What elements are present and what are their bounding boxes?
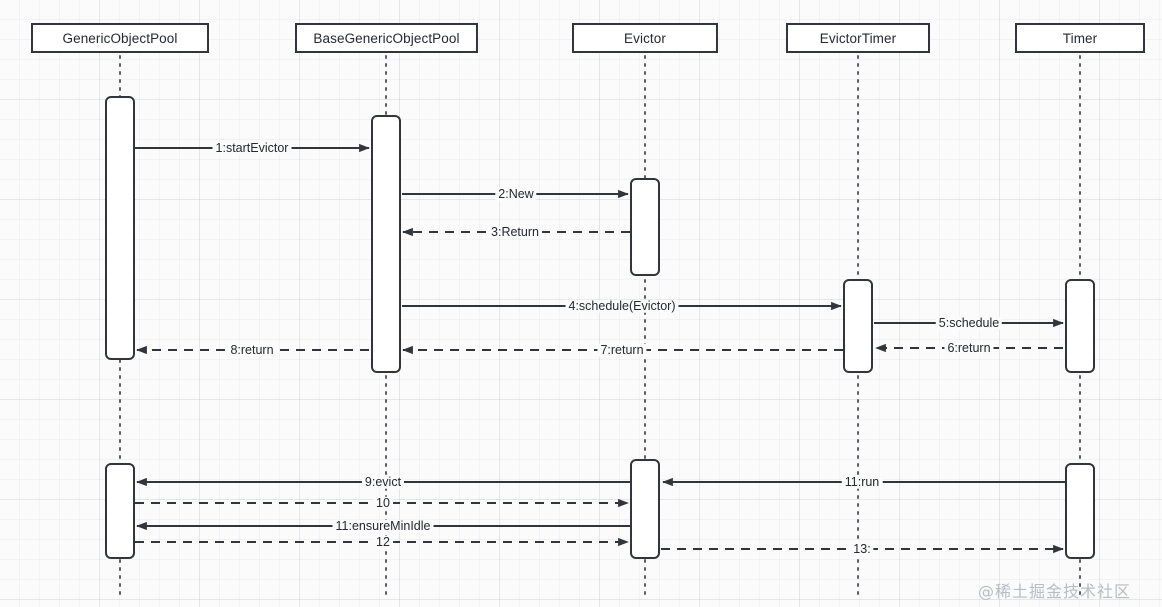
participant-header-timer[interactable]: Timer <box>1015 23 1145 53</box>
participant-header-evictorTimer[interactable]: EvictorTimer <box>786 23 930 53</box>
message-label-14: 13: <box>850 543 874 556</box>
message-label-7: 7:return <box>597 344 647 357</box>
activation-genericObjectPool-2[interactable] <box>105 463 135 559</box>
activation-evictor-1[interactable] <box>630 178 660 276</box>
message-label-2: 2:New <box>495 188 537 201</box>
participant-label: BaseGenericObjectPool <box>313 30 460 46</box>
activation-evictor-2[interactable] <box>630 459 660 559</box>
message-label-11: 11:ensureMinIdle <box>332 520 434 533</box>
message-label-13: 11:run <box>841 476 883 489</box>
message-label-1: 1:startEvictor <box>212 142 292 155</box>
participant-label: Evictor <box>624 30 666 46</box>
message-label-5: 5:schedule <box>935 317 1003 330</box>
activation-baseGenericObjectPool-1[interactable] <box>371 115 401 373</box>
message-label-3: 3:Return <box>488 226 542 239</box>
participant-label: GenericObjectPool <box>62 30 178 46</box>
message-label-9: 9:evict <box>361 476 405 489</box>
activation-evictorTimer-1[interactable] <box>843 279 873 373</box>
participant-header-baseGenericObjectPool[interactable]: BaseGenericObjectPool <box>295 23 478 53</box>
participant-label: Timer <box>1062 30 1098 46</box>
participant-header-evictor[interactable]: Evictor <box>572 23 718 53</box>
message-label-4: 4:schedule(Evictor) <box>565 300 679 313</box>
activation-timer-1[interactable] <box>1065 279 1095 373</box>
watermark: @稀土掘金技术社区 <box>978 582 1132 601</box>
message-label-10: 10 <box>373 497 393 510</box>
message-label-6: 6:return <box>944 342 994 355</box>
participant-label: EvictorTimer <box>819 30 897 46</box>
activation-timer-2[interactable] <box>1065 463 1095 559</box>
message-label-12: 12 <box>373 536 393 549</box>
activation-genericObjectPool-1[interactable] <box>105 96 135 360</box>
participant-header-genericObjectPool[interactable]: GenericObjectPool <box>31 23 209 53</box>
message-label-8: 8:return <box>227 344 277 357</box>
